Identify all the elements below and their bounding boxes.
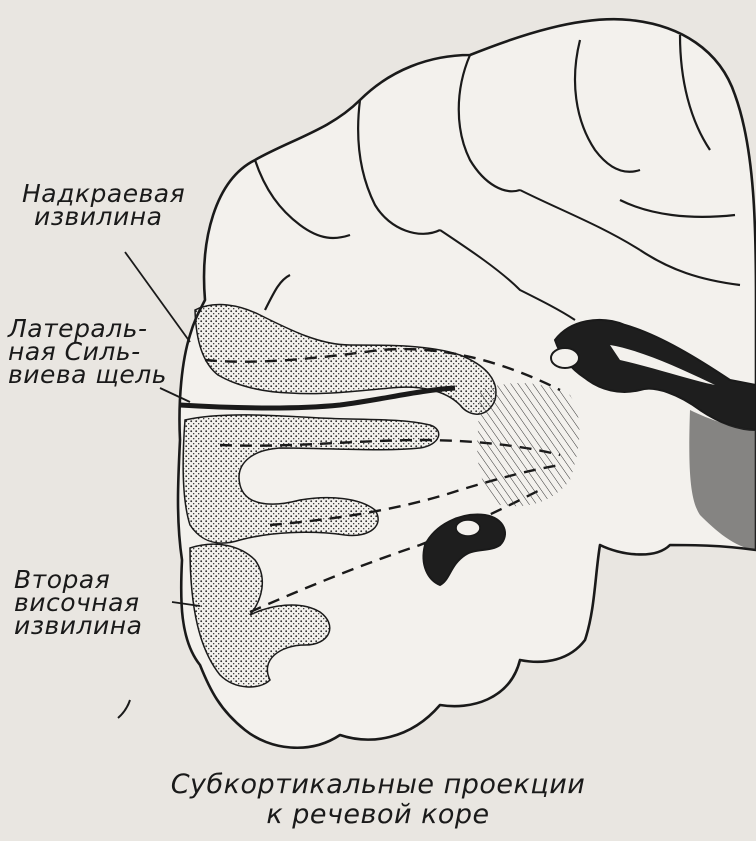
figure-caption: Субкортикальные проекции к речевой коре xyxy=(0,770,756,830)
caudate-nucleus xyxy=(551,348,579,368)
label-supramarginal-gyrus: Надкраевая извилина xyxy=(22,182,185,228)
caption-line-1: Субкортикальные проекции xyxy=(0,770,756,800)
label-supramarginal-line-2: извилина xyxy=(22,205,185,228)
caption-line-2: к речевой коре xyxy=(0,800,756,830)
label-temporal-line-3: извилина xyxy=(14,614,142,637)
hippocampus xyxy=(456,520,480,536)
label-sylvian-fissure: Латераль- ная Силь- виева щель xyxy=(8,317,167,386)
label-second-temporal-gyrus: Вторая височная извилина xyxy=(14,568,142,637)
label-sylvian-line-3: виева щель xyxy=(8,363,167,386)
stray-mark xyxy=(118,700,130,718)
